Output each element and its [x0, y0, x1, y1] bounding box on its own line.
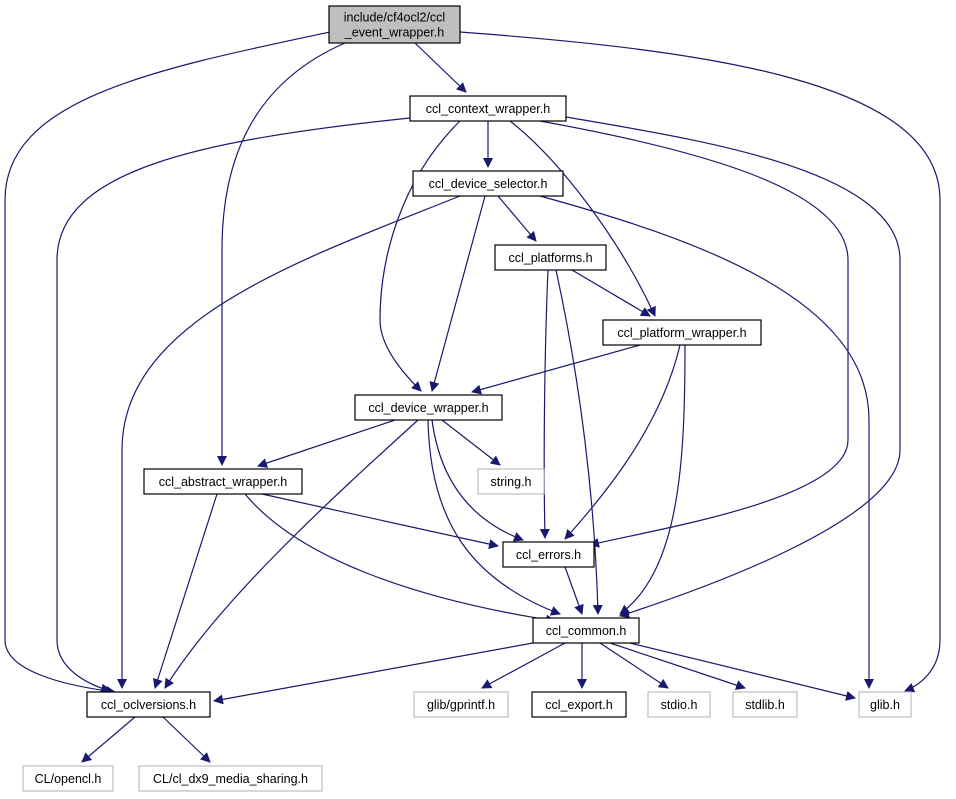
- node-gprintf: glib/gprintf.h: [413, 691, 509, 718]
- edge-device-wrapper-to-common: [427, 419, 561, 616]
- node-box: [328, 5, 461, 44]
- edge-abstract-wrapper-to-errors: [261, 493, 499, 549]
- edge-abstract-wrapper-to-oclversions: [152, 493, 218, 689]
- node-stdio: stdio.h: [647, 691, 711, 718]
- node-common[interactable]: ccl_common.h: [532, 617, 640, 644]
- node-label: glib.h: [870, 698, 900, 712]
- node-box: [22, 765, 114, 792]
- edge-common-to-gprintf: [481, 642, 566, 689]
- node-label: ccl_platforms.h: [508, 251, 592, 265]
- edge-common-to-stdio: [599, 642, 669, 689]
- node-box: [477, 468, 545, 495]
- edge-platform-wrapper-to-common: [619, 344, 686, 615]
- node-label: ccl_oclversions.h: [101, 698, 196, 712]
- node-export[interactable]: ccl_export.h: [531, 691, 627, 718]
- node-label: string.h: [491, 475, 532, 489]
- node-box: [409, 95, 567, 122]
- node-stdlib: stdlib.h: [732, 691, 798, 718]
- node-root[interactable]: include/cf4ocl2/ccl_event_wrapper.h: [328, 5, 461, 44]
- edge-root-to-oclversions: [4, 31, 331, 696]
- node-box: [86, 691, 211, 718]
- edge-platforms-to-errors: [539, 269, 550, 539]
- node-platforms[interactable]: ccl_platforms.h: [494, 244, 607, 271]
- edge-context-wrapper-to-errors: [539, 120, 849, 548]
- edge-abstract-wrapper-to-common: [244, 493, 556, 625]
- node-box: [143, 468, 303, 495]
- node-label: ccl_abstract_wrapper.h: [159, 475, 288, 489]
- edge-device-wrapper-to-abstract-wrapper: [257, 419, 396, 468]
- node-label: ccl_export.h: [545, 698, 612, 712]
- node-device-wrapper[interactable]: ccl_device_wrapper.h: [354, 394, 503, 421]
- node-box: [138, 765, 323, 792]
- node-box: [532, 617, 640, 644]
- node-label: CL/opencl.h: [35, 772, 102, 786]
- node-box: [647, 691, 711, 718]
- edge-device-selector-to-oclversions: [117, 195, 461, 689]
- node-box: [531, 691, 627, 718]
- node-box: [602, 319, 762, 346]
- edge-root-to-glib: [459, 31, 941, 693]
- node-dx9: CL/cl_dx9_media_sharing.h: [138, 765, 323, 792]
- node-box: [494, 244, 607, 271]
- edge-errors-to-common: [564, 566, 584, 615]
- edge-device-wrapper-to-string-h: [441, 419, 501, 466]
- node-label: ccl_common.h: [546, 624, 627, 638]
- node-box: [354, 394, 503, 421]
- node-label: _event_wrapper.h: [344, 26, 444, 40]
- edge-context-wrapper-to-platform-wrapper: [509, 120, 656, 317]
- edge-platform-wrapper-to-errors: [564, 344, 681, 540]
- node-oclversions[interactable]: ccl_oclversions.h: [86, 691, 211, 718]
- node-box: [858, 691, 912, 718]
- edge-context-wrapper-to-oclversions: [56, 117, 411, 694]
- node-box: [502, 541, 595, 568]
- edge-oclversions-to-opencl: [81, 716, 136, 763]
- edge-device-selector-to-glib: [539, 195, 874, 689]
- node-box: [732, 691, 798, 718]
- node-label: CL/cl_dx9_media_sharing.h: [153, 772, 308, 786]
- edge-platform-wrapper-to-device-wrapper: [471, 344, 641, 395]
- node-label: include/cf4ocl2/ccl: [344, 11, 445, 25]
- node-label: ccl_platform_wrapper.h: [617, 326, 746, 340]
- node-opencl: CL/opencl.h: [22, 765, 114, 792]
- edge-common-to-oclversions: [213, 642, 534, 705]
- edge-context-wrapper-to-device-wrapper: [379, 120, 461, 392]
- node-label: ccl_device_wrapper.h: [368, 401, 488, 415]
- node-box: [413, 691, 509, 718]
- node-errors[interactable]: ccl_errors.h: [502, 541, 595, 568]
- edge-device-selector-to-device-wrapper: [429, 195, 486, 392]
- node-label: glib/gprintf.h: [427, 698, 495, 712]
- node-box: [412, 170, 564, 197]
- edge-common-to-stdlib: [609, 642, 746, 690]
- edge-common-to-glib: [629, 642, 856, 701]
- node-context-wrapper[interactable]: ccl_context_wrapper.h: [409, 95, 567, 122]
- node-glib: glib.h: [858, 691, 912, 718]
- node-label: ccl_errors.h: [516, 548, 581, 562]
- edge-platforms-to-common: [555, 269, 603, 615]
- node-device-selector[interactable]: ccl_device_selector.h: [412, 170, 564, 197]
- edge-platforms-to-platform-wrapper: [571, 269, 651, 317]
- edge-device-selector-to-platforms: [497, 195, 537, 242]
- edge-oclversions-to-dx9: [162, 716, 211, 763]
- edge-context-wrapper-to-common: [565, 116, 901, 618]
- edge-root-to-abstract-wrapper: [217, 42, 346, 466]
- node-label: ccl_context_wrapper.h: [426, 102, 550, 116]
- node-label: stdlib.h: [745, 698, 785, 712]
- edge-root-to-context-wrapper: [414, 42, 467, 93]
- node-abstract-wrapper[interactable]: ccl_abstract_wrapper.h: [143, 468, 303, 495]
- edge-device-wrapper-to-oclversions: [164, 419, 419, 689]
- node-platform-wrapper[interactable]: ccl_platform_wrapper.h: [602, 319, 762, 346]
- edge-device-wrapper-to-errors: [431, 419, 524, 542]
- node-string-h: string.h: [477, 468, 545, 495]
- node-label: ccl_device_selector.h: [429, 177, 548, 191]
- node-label: stdio.h: [661, 698, 698, 712]
